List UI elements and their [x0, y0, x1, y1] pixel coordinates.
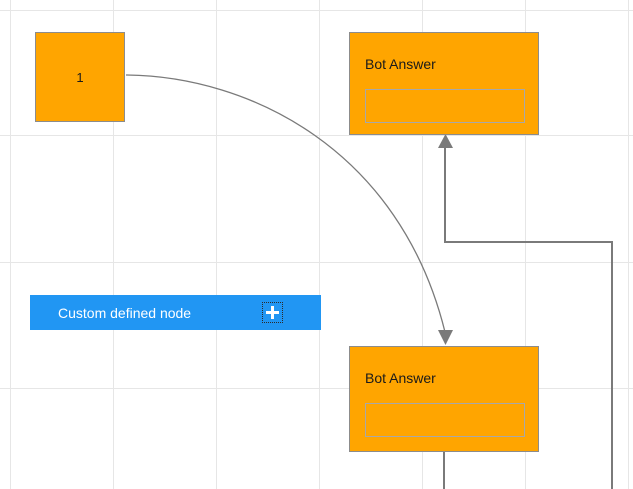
simple-node-1[interactable]: 1 [35, 32, 125, 122]
custom-defined-node-button[interactable]: Custom defined node [30, 295, 321, 330]
curved-connector-path[interactable] [125, 74, 446, 333]
bot-answer-node-bottom[interactable]: Bot Answer [349, 346, 539, 452]
custom-defined-node-label: Custom defined node [58, 304, 192, 321]
bot-answer-node-top[interactable]: Bot Answer [349, 32, 539, 135]
bot-answer-node-bottom-title: Bot Answer [365, 370, 436, 386]
bot-answer-node-bottom-slot[interactable] [365, 403, 525, 437]
plus-icon[interactable] [262, 302, 283, 323]
curved-connector-arrowhead [438, 330, 453, 345]
bot-answer-node-top-title: Bot Answer [365, 56, 436, 72]
simple-node-1-label: 1 [76, 69, 84, 85]
orthogonal-connector-path[interactable] [444, 148, 613, 489]
orthogonal-connector-arrowhead [438, 134, 453, 148]
bot-answer-node-top-slot[interactable] [365, 89, 525, 123]
